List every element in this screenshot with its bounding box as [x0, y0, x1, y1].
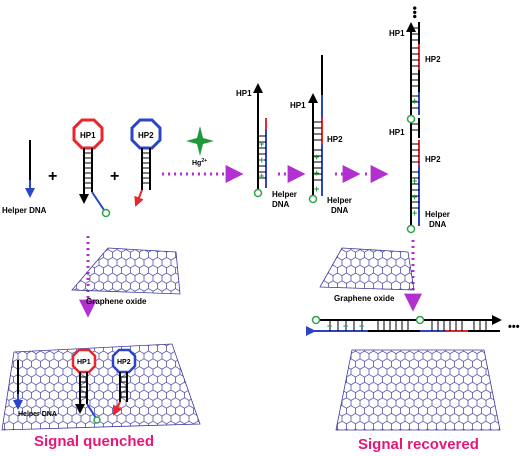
svg-text:+: +: [359, 321, 364, 331]
svg-text:+: +: [259, 155, 264, 165]
fluorophore-icon: [406, 114, 416, 124]
hp1-label: HP1: [236, 89, 252, 98]
fluorophore-icon: [253, 188, 263, 198]
reaction-arrows: [79, 165, 422, 318]
graphene-oxide-sheet-small-right: [319, 247, 415, 291]
hp1-label: HP1: [389, 128, 405, 137]
svg-text:+: +: [259, 171, 264, 181]
graphene-oxide-sheet-small-left: [71, 247, 181, 295]
fluorophore-icon: [93, 416, 101, 424]
fluorophore-icon: [308, 194, 318, 204]
hp2-label: HP2: [138, 131, 154, 140]
hp1-label: HP1: [290, 101, 306, 110]
fluorophore-icon: [406, 224, 416, 234]
helper-label-line1: Helper: [272, 190, 297, 199]
fluorophore-icon: [101, 208, 111, 218]
hp1-hp2-helper-complex-1: + + +: [308, 55, 323, 204]
quenched-hp1: [71, 348, 101, 424]
hp2-label: HP2: [425, 155, 441, 164]
hp2-label: HP2: [117, 359, 131, 366]
hp2-label: HP2: [327, 135, 343, 144]
hp2-hairpin: [130, 118, 162, 207]
chain-ellipsis-vertical: •••: [408, 6, 422, 19]
svg-text:+: +: [412, 96, 417, 106]
svg-text:+: +: [343, 321, 348, 331]
hp1-label: HP1: [80, 131, 96, 140]
signal-quenched-label: Signal quenched: [34, 433, 154, 450]
helper-label-line2: DNA: [331, 206, 349, 215]
released-concatemer: + + +: [306, 315, 502, 336]
hp2-label: HP2: [425, 55, 441, 64]
svg-text:+: +: [327, 321, 332, 331]
mercury-star-icon: [186, 126, 214, 156]
svg-text:+: +: [412, 176, 417, 186]
hp1-label: HP1: [389, 29, 405, 38]
helper-label-line1: Helper: [425, 210, 450, 219]
hg-ion-label: Hg2+: [192, 158, 207, 167]
svg-text:+: +: [412, 192, 417, 202]
helper-label-line2: DNA: [429, 220, 447, 229]
plus-sign-2: +: [110, 168, 119, 185]
hp1-hp2-helper-complex-long: ••• + + + +: [406, 6, 422, 234]
svg-text:+: +: [314, 168, 319, 178]
signal-recovered-label: Signal recovered: [358, 436, 479, 453]
graphene-oxide-sheet-large-right: [335, 349, 501, 431]
hp1-helper-complex: + + +: [253, 83, 267, 198]
plus-sign-1: +: [48, 168, 57, 185]
helper-label-line2: DNA: [272, 200, 290, 209]
svg-text:+: +: [259, 139, 264, 149]
helper-dna-label: Helper DNA: [2, 206, 47, 215]
svg-text:+: +: [314, 184, 319, 194]
svg-text:+: +: [314, 152, 319, 162]
quenched-hp2: [111, 348, 137, 416]
hp1-label: HP1: [77, 359, 91, 366]
fluorophore-icon: [311, 315, 321, 325]
hp1-hairpin: [72, 118, 111, 218]
chain-ellipsis-horizontal: •••: [508, 321, 520, 333]
helper-dna-label: Helper DNA: [18, 411, 57, 418]
graphene-oxide-label: Graphene oxide: [334, 294, 395, 303]
graphene-oxide-sheet-large-left: [1, 343, 201, 431]
helper-label-line1: Helper: [327, 196, 352, 205]
svg-text:+: +: [412, 208, 417, 218]
fluorophore-icon: [415, 315, 425, 325]
graphene-oxide-label: Graphene oxide: [86, 297, 147, 306]
